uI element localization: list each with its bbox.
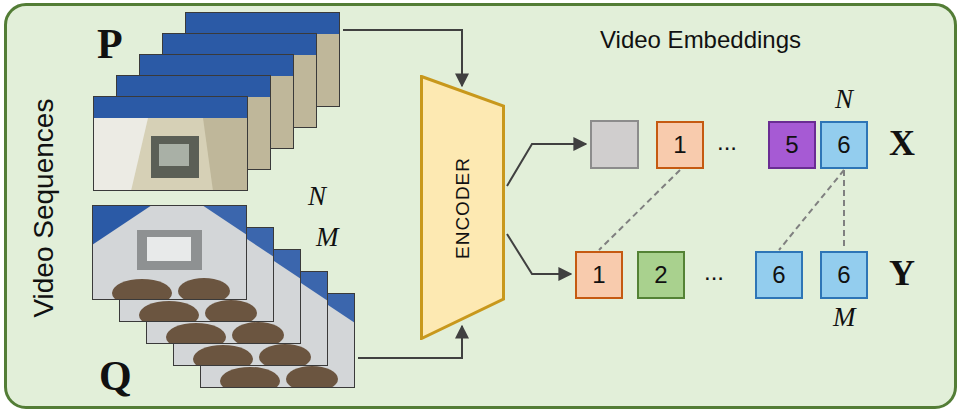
video-frame [92,205,247,307]
section-title: Video Embeddings [600,26,801,54]
index-number: 2 [654,261,667,289]
sequence-name: Q [99,352,132,400]
length-symbol: N [835,84,853,115]
index-number: 1 [592,261,605,289]
index-number: 5 [785,131,798,159]
length-symbol: N [308,181,326,212]
index-number: 6 [772,261,785,289]
video-frame [93,96,248,191]
index-number: 1 [673,131,686,159]
embedding-box: 6 [820,251,868,299]
length-symbol: M [833,302,856,333]
flow-arrow [358,326,462,358]
alignment-link [779,170,844,250]
ellipsis: ... [704,258,724,286]
embedding-box: 6 [755,251,803,299]
sequence-name: P [97,20,123,68]
alignment-link [843,170,845,250]
embedding-box: 1 [656,121,704,169]
embedding-box: 6 [820,121,868,169]
alignment-link [599,170,680,250]
index-number: 6 [837,261,850,289]
embedding-box: 1 [575,251,623,299]
length-symbol: M [316,222,339,253]
flow-arrow [343,30,462,86]
block-title: ENCODER [452,156,474,258]
empty-embedding [591,121,638,168]
embedding-name: X [889,123,915,164]
flow-arrow [507,144,586,186]
embedding-box: 2 [637,251,685,299]
flow-arrow [507,234,571,274]
embedding-box: 5 [768,121,816,169]
encoder-shape [422,77,504,339]
ellipsis: ... [717,128,737,156]
embedding-name: Y [889,253,915,294]
encoder-block: ENCODER [420,75,505,340]
axis-title: Video Sequences [28,99,60,318]
index-number: 6 [837,131,850,159]
